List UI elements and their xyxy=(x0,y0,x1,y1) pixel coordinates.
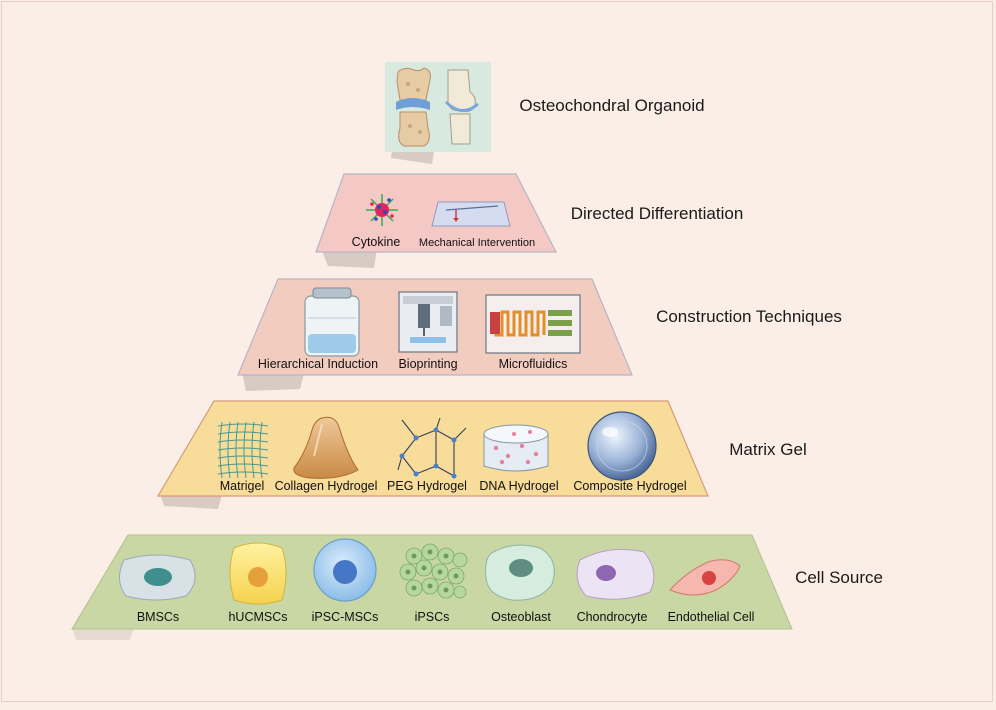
cells-title: Cell Source xyxy=(795,568,883,587)
dna-hydrogel-label: DNA Hydrogel xyxy=(479,479,558,493)
bioprinter-icon xyxy=(398,291,458,353)
ipsc-label: iPSCs xyxy=(415,610,450,624)
cytokine-icon xyxy=(366,194,398,226)
level-differentiation: Cytokine Mechanical Intervention Directe… xyxy=(315,173,744,253)
matrigel-icon xyxy=(217,421,269,479)
microfluidics-icon xyxy=(485,294,581,354)
collagen-hydrogel-icon xyxy=(293,416,359,479)
mechanical-intervention-icon xyxy=(431,201,511,227)
matrix-title: Matrix Gel xyxy=(729,440,806,459)
hucmsc-cell-icon xyxy=(229,542,287,605)
dna-hydrogel-icon xyxy=(483,424,549,472)
hierarchical-induction-icon xyxy=(304,287,360,357)
collagen-hydrogel-label: Collagen Hydrogel xyxy=(275,479,378,493)
construction-title: Construction Techniques xyxy=(656,307,842,326)
level-construction: Hierarchical Induction Bioprinting Micro… xyxy=(237,278,842,376)
endothelial-cell-icon xyxy=(669,559,741,596)
knee-joint-icon xyxy=(396,67,431,147)
chondrocyte-cell-icon xyxy=(576,548,655,600)
level-organoid: Osteochondral Organoid xyxy=(385,62,705,152)
peg-hydrogel-label: PEG Hydrogel xyxy=(387,479,467,493)
bioprinting-label: Bioprinting xyxy=(398,357,457,371)
bmsc-cell-icon xyxy=(119,554,196,601)
organoid-title: Osteochondral Organoid xyxy=(519,96,704,115)
composite-hydrogel-icon xyxy=(587,411,657,481)
knee-bone-icon xyxy=(444,69,479,145)
osteoblast-cell-icon xyxy=(485,544,555,601)
ipsc-msc-cell-icon xyxy=(313,538,377,602)
chondrocyte-label: Chondrocyte xyxy=(577,610,648,624)
endothelial-cell-label: Endothelial Cell xyxy=(668,610,755,624)
matrigel-label: Matrigel xyxy=(220,479,264,493)
peg-hydrogel-icon xyxy=(397,417,467,479)
composite-hydrogel-label: Composite Hydrogel xyxy=(573,479,686,493)
osteoblast-label: Osteoblast xyxy=(491,610,551,624)
hierarchical-induction-label: Hierarchical Induction xyxy=(258,357,378,371)
differentiation-title: Directed Differentiation xyxy=(571,204,744,223)
cytokine-label: Cytokine xyxy=(352,235,401,249)
level-cells: BMSCs hUCMSCs iPSC-MSCs iPSCs xyxy=(71,534,883,630)
ipsc-cluster-icon xyxy=(399,543,468,599)
microfluidics-label: Microfluidics xyxy=(499,357,568,371)
bmsc-label: BMSCs xyxy=(137,610,179,624)
ipsc-msc-label: iPSC-MSCs xyxy=(312,610,379,624)
mechanical-intervention-label: Mechanical Intervention xyxy=(419,237,535,249)
hucmsc-label: hUCMSCs xyxy=(228,610,287,624)
level-matrix: Matrigel Collagen Hydrogel PEG Hydrogel … xyxy=(156,400,807,497)
